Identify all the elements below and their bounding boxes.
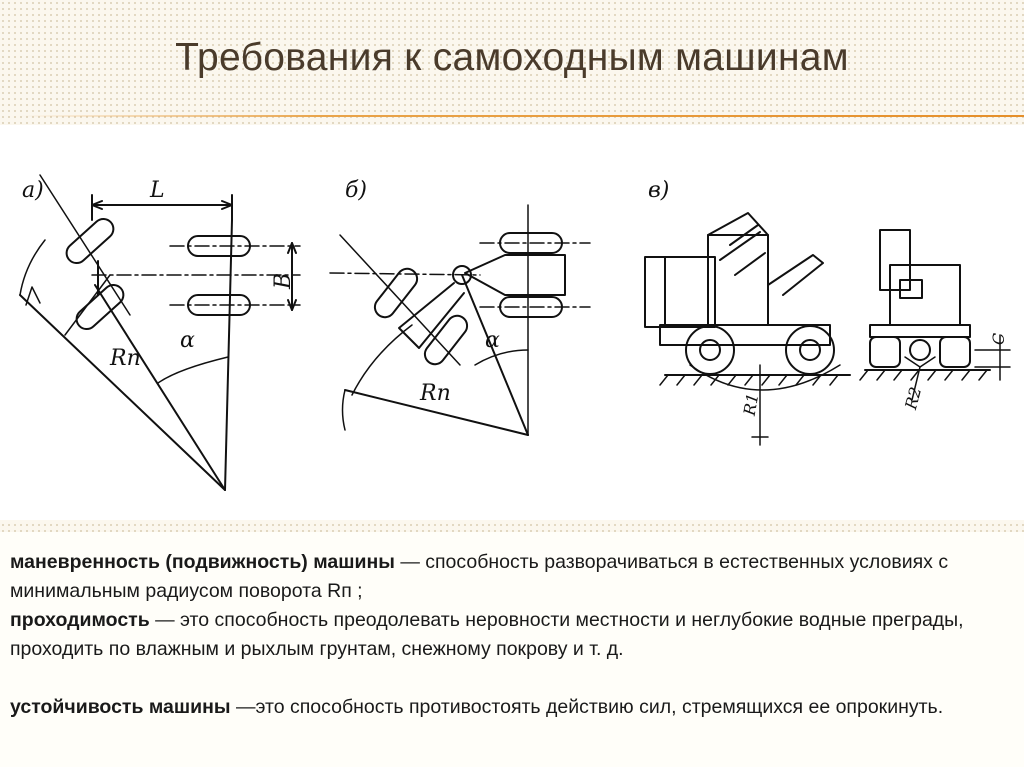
term-stability: устойчивость машины [10, 696, 231, 718]
desc-passability: — это способность преодолевать неровност… [10, 609, 964, 660]
machine-diagram: а) L В [19, 174, 1011, 491]
dimension-L-label: L [149, 178, 165, 203]
definition-maneuverability: маневренность (подвижность) машины — спо… [10, 548, 1015, 606]
desc-stability: —это способность противостоять действию … [230, 696, 944, 718]
radius-Rn-label-b: Rп [419, 381, 451, 406]
panel-b-label: б) [345, 178, 367, 203]
panel-a-label: а) [22, 178, 44, 203]
definition-passability: проходимость — это способность преодолев… [10, 606, 1015, 664]
slide-title: Требования к самоходным машинам [175, 36, 849, 79]
title-divider [20, 115, 1024, 117]
desc-maneuverability: — способность разворачиваться в естестве… [10, 551, 949, 602]
angle-alpha-label-b: α [485, 328, 500, 353]
radius-R1-label: R1 [740, 392, 763, 418]
dimension-B-label: В [271, 273, 296, 290]
radius-Rn-label-a: Rп [109, 346, 141, 371]
radius-R2-label: R2 [901, 385, 925, 412]
term-passability: проходимость [10, 609, 150, 631]
clearance-C-label: С [989, 333, 1008, 345]
angle-alpha-label-a: α [180, 328, 195, 353]
definitions-panel: маневренность (подвижность) машины — спо… [0, 532, 1024, 767]
panel-c-label: в) [648, 178, 669, 203]
panel-a: а) L В [19, 174, 301, 491]
panel-b: б) Rп α [329, 178, 591, 436]
panel-c: в) R1 [644, 178, 1011, 446]
term-maneuverability: маневренность (подвижность) машины [10, 551, 395, 573]
definition-stability: устойчивость машины —это способность про… [10, 693, 1015, 722]
figure-panel: а) L В [0, 125, 1024, 520]
